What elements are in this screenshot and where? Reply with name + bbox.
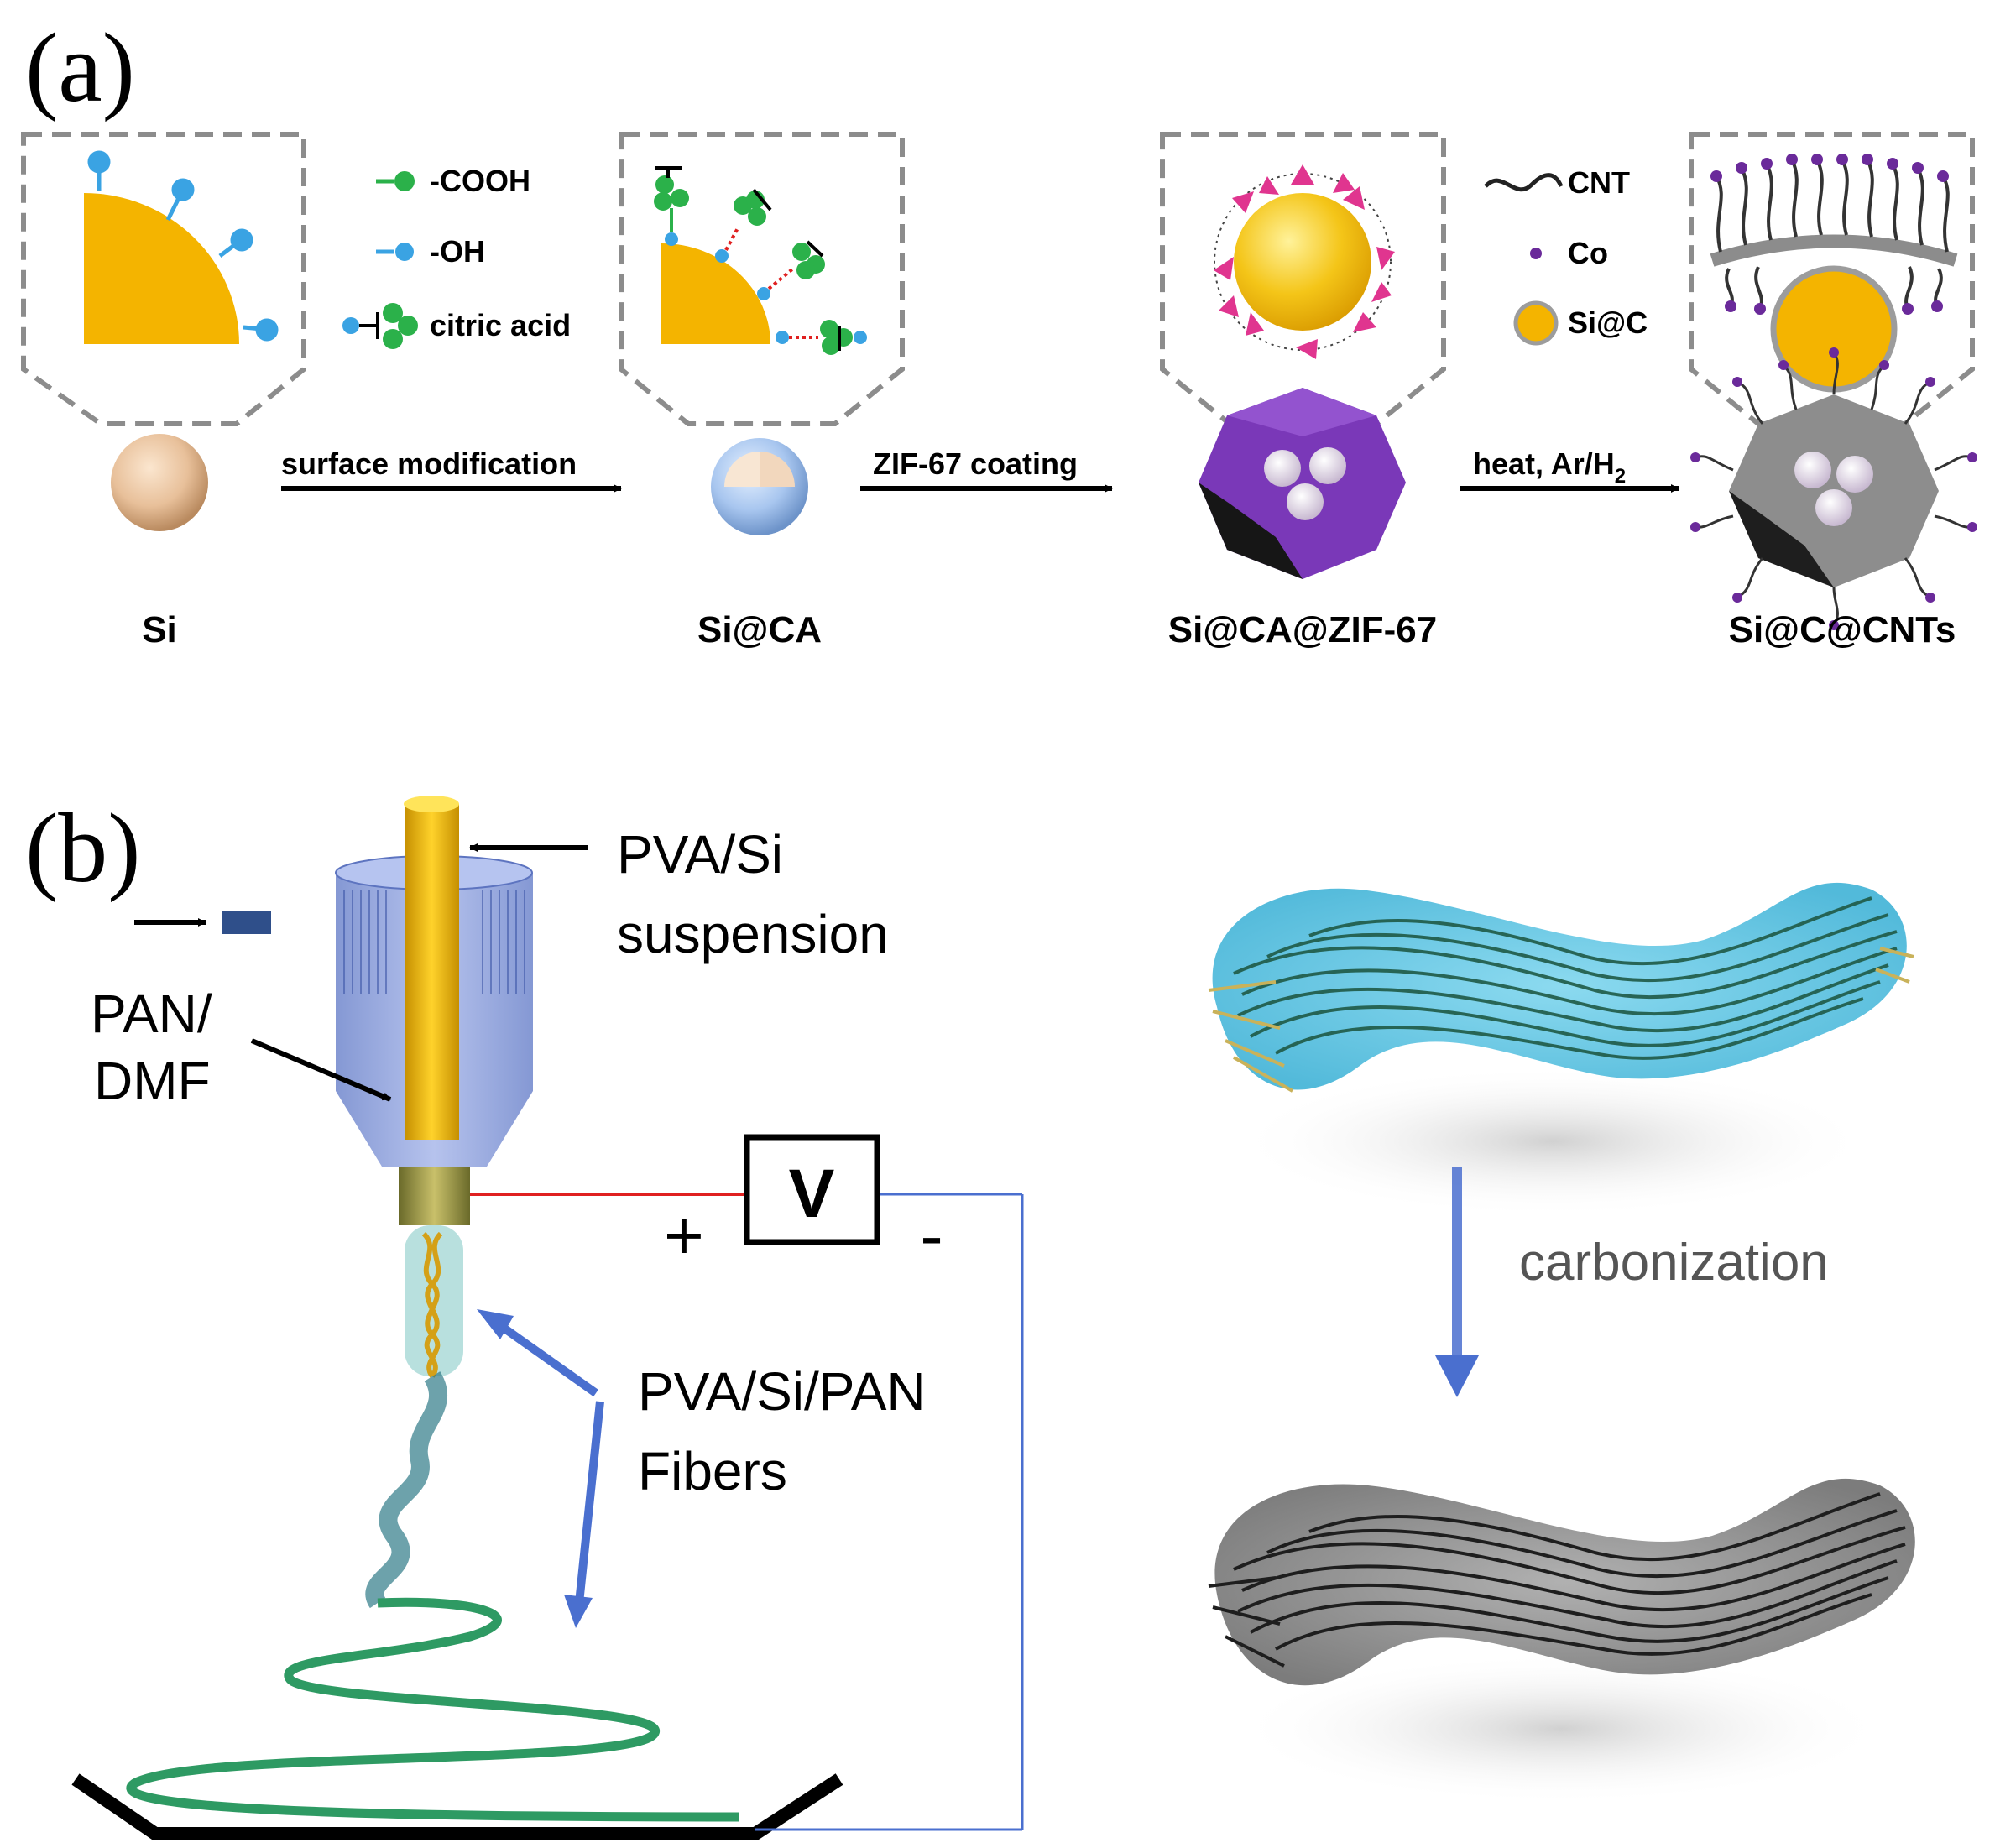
zif-dodecahedron	[1199, 388, 1406, 579]
zoom-box-si-ca	[619, 132, 905, 426]
plus-label: +	[664, 1198, 704, 1274]
co-legend-icon	[1530, 248, 1542, 259]
si-c-cnts-particle	[1690, 347, 1977, 630]
shell-label-line2: DMF	[94, 1051, 211, 1111]
legend-si-c: Si@C	[1568, 305, 1648, 340]
carbonization-arrow: carbonization	[1435, 1167, 1829, 1397]
cnt-brush-icon	[1715, 159, 1950, 310]
arrow-heat: heat, Ar/H2	[1460, 446, 1679, 493]
voltage-label: V	[789, 1156, 835, 1232]
voltage-circuit: V + -	[470, 1134, 1024, 1831]
voltage-source	[744, 1134, 880, 1245]
arrow-zif-coating: ZIF-67 coating	[860, 446, 1113, 493]
carbonization-label: carbonization	[1519, 1234, 1829, 1292]
fiber-label-group: PVA/Si/PAN Fibers	[477, 1309, 926, 1628]
legend-cooh: -COOH	[430, 164, 530, 198]
cnt-legend-icon	[1484, 173, 1564, 192]
core-label-group: PVA/Si suspension	[469, 824, 889, 964]
co-dot-icon	[1710, 154, 1949, 315]
panel-a-label: (a)	[25, 13, 135, 123]
core-label-line2: suspension	[617, 904, 889, 964]
minus-label: -	[920, 1198, 943, 1274]
si-particle	[111, 434, 208, 531]
legend-cnt: CNT	[1568, 165, 1630, 200]
legend-citric-acid: citric acid	[430, 308, 571, 342]
label-surface-modification: surface modification	[281, 446, 577, 481]
si-c-legend-icon	[1513, 300, 1559, 346]
label-zif-coating: ZIF-67 coating	[873, 446, 1078, 481]
shell-label-line1: PAN/	[91, 984, 212, 1044]
stage-si: Si	[142, 609, 177, 650]
coaxial-spinneret	[134, 796, 533, 1378]
panel-b-label: (b)	[25, 793, 141, 903]
legend-oh: -OH	[430, 234, 485, 269]
legend-co: Co	[1568, 236, 1608, 270]
zoom-box-si	[21, 132, 306, 426]
fiber-label-line2: Fibers	[638, 1441, 787, 1501]
shell-label-group: PAN/ DMF	[91, 984, 392, 1111]
zoom-box-cnts	[1689, 132, 1975, 426]
fiber-label-line1: PVA/Si/PAN	[638, 1361, 926, 1422]
oh-legend-icon	[376, 243, 414, 261]
stage-si-c-cnts: Si@C@CNTs	[1729, 609, 1956, 650]
legend-materials: CNT Co Si@C	[1484, 165, 1648, 346]
stage-si-ca-zif: Si@CA@ZIF-67	[1168, 609, 1438, 650]
legend-functional-groups: -COOH -OH citric acid	[342, 164, 571, 349]
stage-si-ca: Si@CA	[697, 609, 822, 650]
label-heat: heat, Ar/H2	[1473, 446, 1626, 488]
collector-plate	[71, 1773, 843, 1840]
fiber-precursor	[1208, 882, 1914, 1217]
hydroxyl-group-icon	[87, 150, 279, 342]
citric-acid-legend-icon	[342, 303, 418, 349]
si-ca-particle	[711, 438, 808, 535]
electrospun-jet	[126, 1371, 739, 1822]
zif-tetrahedra-icon	[1214, 164, 1395, 359]
arrow-surface-modification: surface modification	[281, 446, 622, 493]
citric-acid-bound-icon	[654, 166, 867, 355]
cooh-legend-icon	[376, 171, 415, 191]
core-label-line1: PVA/Si	[617, 824, 783, 885]
zoom-box-zif	[1160, 132, 1446, 426]
fiber-carbonized	[1208, 1478, 1915, 1804]
